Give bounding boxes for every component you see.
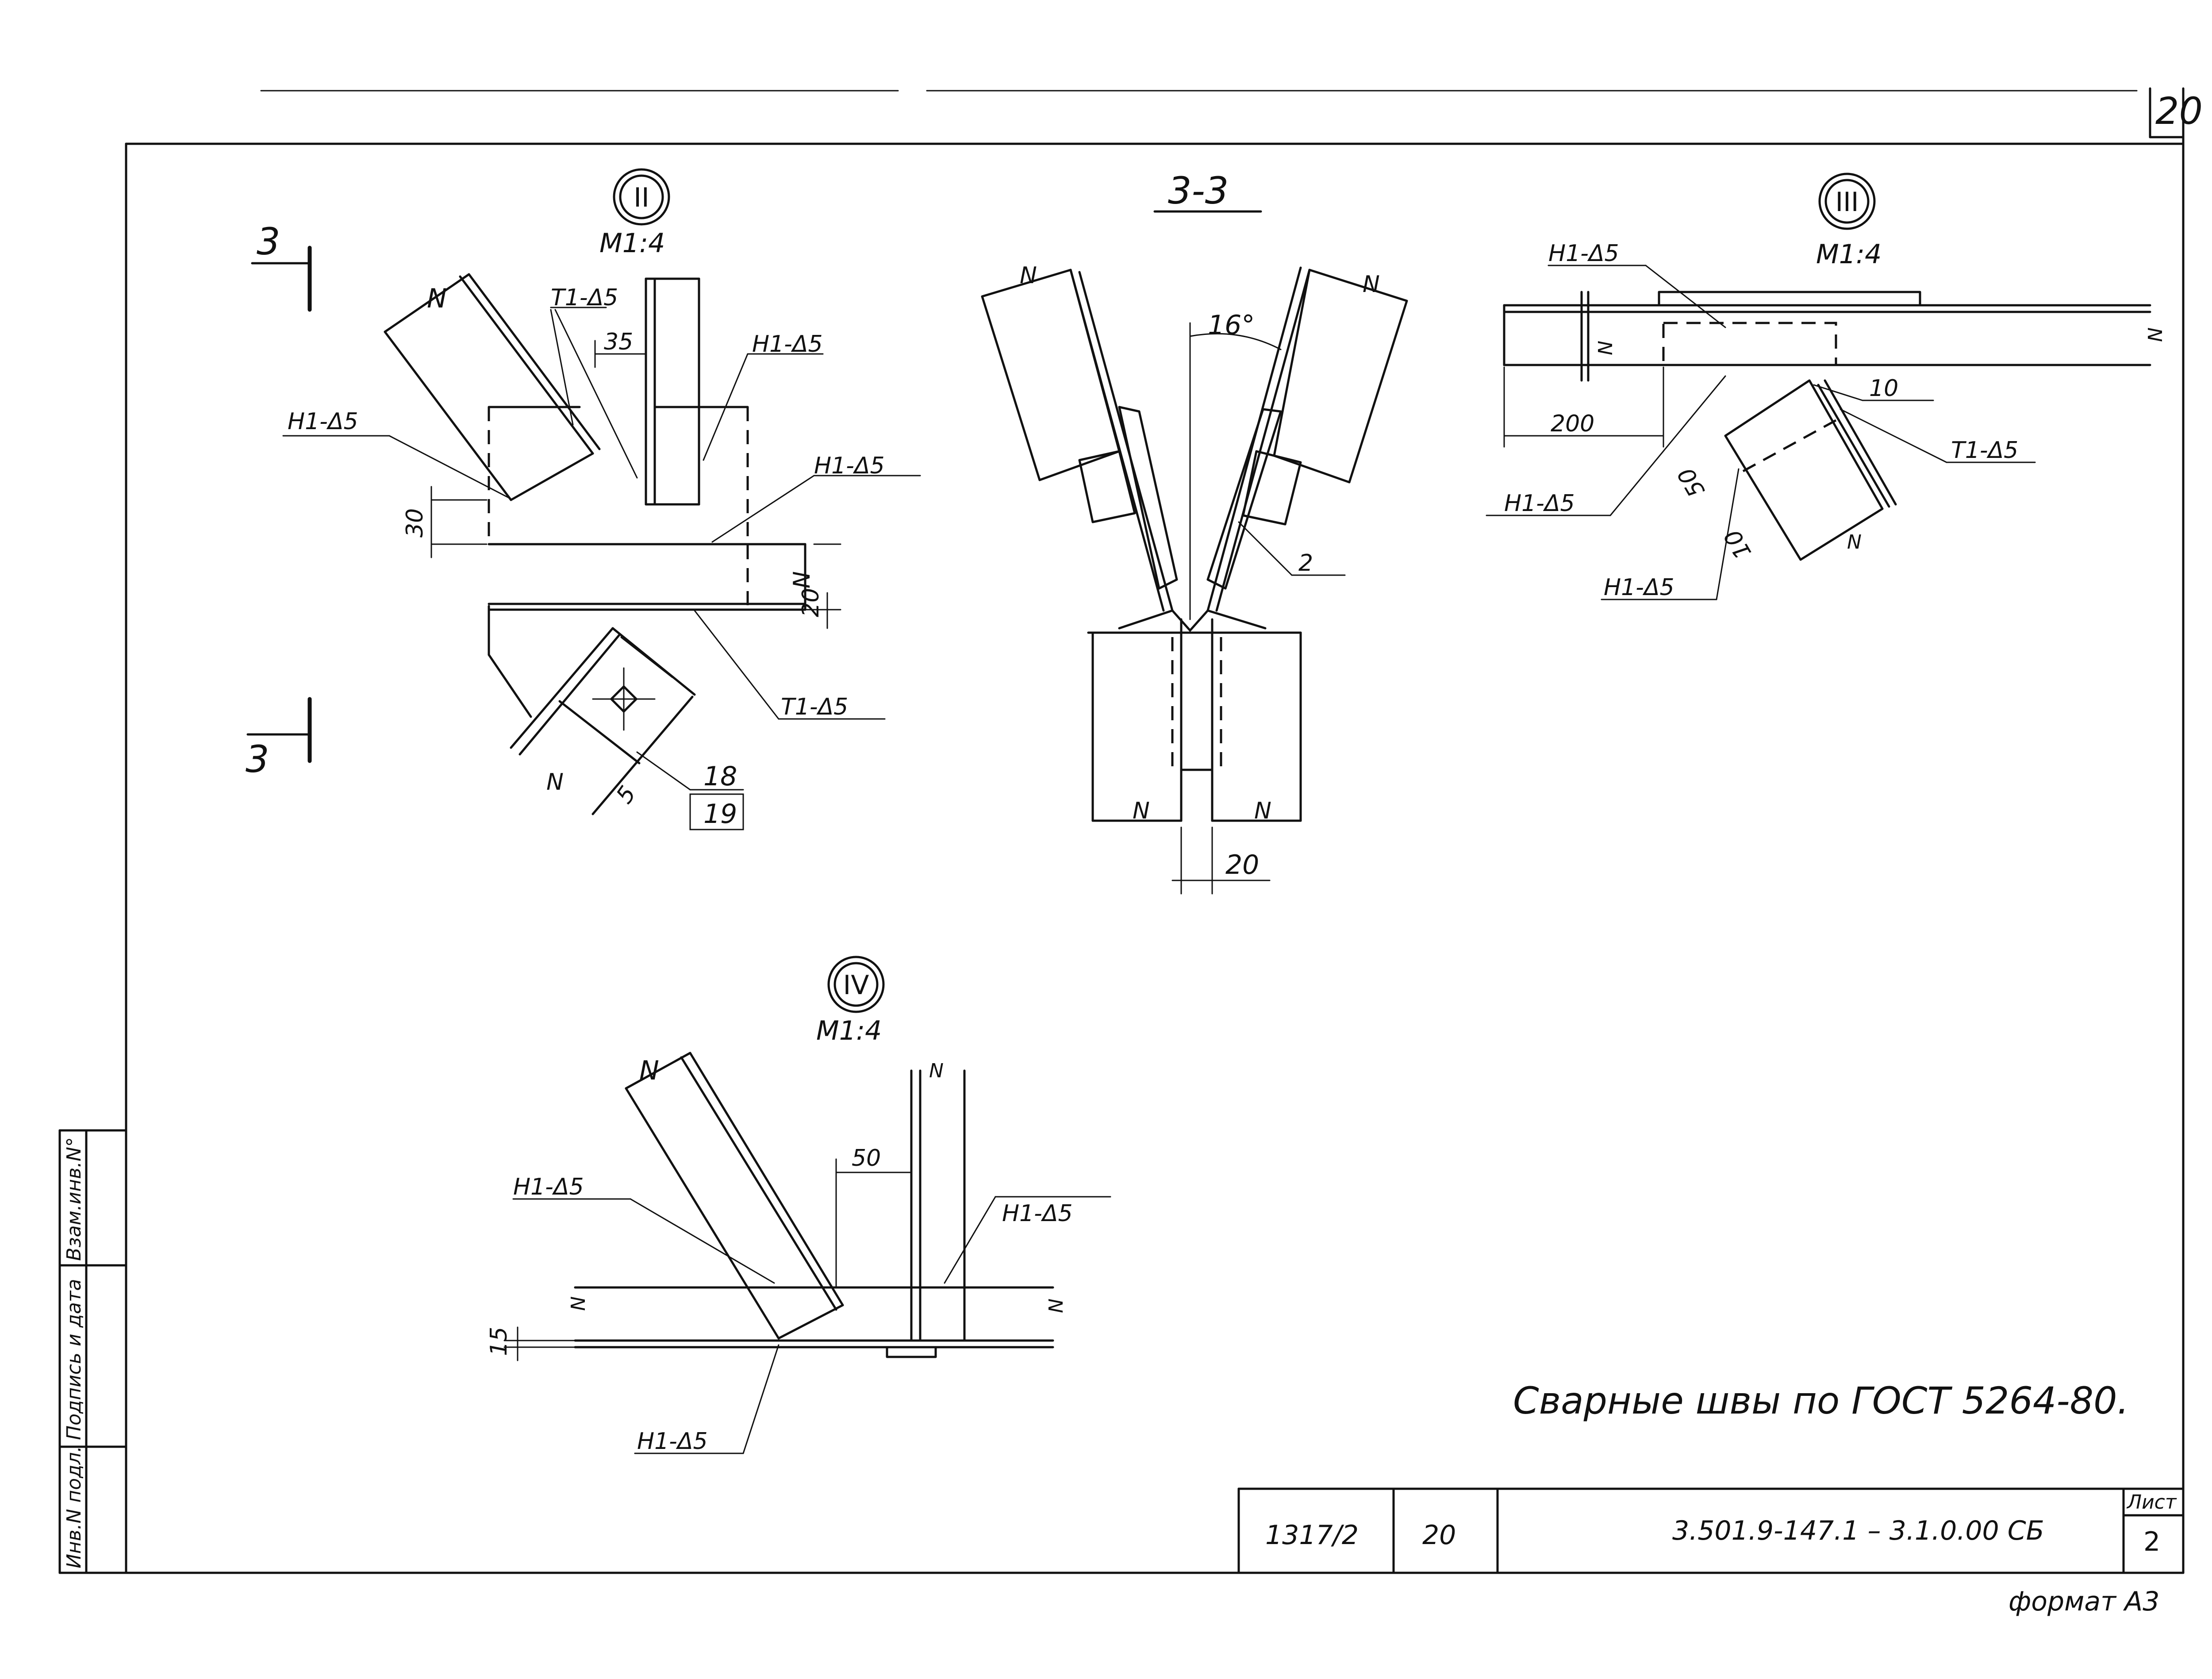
- node-IV-mark: IV: [843, 970, 869, 1001]
- node-II-n-top: N: [427, 283, 447, 314]
- title-block: [1237, 1487, 2185, 1574]
- node-II-n-bottom: N: [546, 769, 564, 795]
- node-III-dim-10-bottom: 10: [1719, 525, 1757, 563]
- section-33-pos: 2: [1298, 550, 1313, 576]
- node-II-leaders: [282, 307, 921, 830]
- node-IV-scale: М1:4: [816, 1015, 882, 1046]
- node-IV-dim-50: 50: [852, 1145, 881, 1172]
- node-IV-leaders: [503, 1158, 1111, 1454]
- title-sheet-label: Лист: [2126, 1491, 2177, 1514]
- node-IV-weld-h1-left: Н1-Δ5: [513, 1174, 584, 1200]
- node-III-mark: III: [1835, 187, 1859, 218]
- welding-note: Сварные швы по ГОСТ 5264-80.: [1513, 1379, 2129, 1422]
- section-33-n-4: N: [1254, 798, 1271, 824]
- node-II-weld-h1-mid: Н1-Δ5: [814, 453, 885, 479]
- section-33-title: 3-3: [1168, 169, 1229, 212]
- node-II-dim-5: 5: [611, 781, 641, 809]
- section-33-angle: 16°: [1208, 310, 1255, 341]
- node-IV-n-right: N: [929, 1060, 944, 1082]
- node-II-pos-19: 19: [703, 799, 737, 830]
- node-IV-dim-15: 15: [486, 1327, 512, 1356]
- node-III-dim-50: 50: [1673, 463, 1710, 501]
- section-33-dim-20: 20: [1225, 849, 1259, 880]
- node-II-weld-h1-left: Н1-Δ5: [288, 408, 358, 435]
- node-III-n-1: N: [1593, 341, 1616, 355]
- node-IV-n-left: N: [566, 1296, 588, 1311]
- section-mark-bottom: 3: [246, 738, 269, 781]
- node-III-dim-200: 200: [1551, 411, 1594, 437]
- node-II-weld-t1-bottom: Т1-Δ5: [781, 694, 848, 720]
- node-III-geometry: [1503, 291, 2151, 561]
- node-III-dim-10-top: 10: [1869, 375, 1898, 402]
- section-mark-top: 3: [257, 220, 280, 263]
- node-II-marker: [613, 168, 670, 226]
- side-label-inv: Инв.N подл.: [63, 1446, 85, 1568]
- node-IV-geometry: [574, 1052, 1054, 1358]
- node-III-marker: [1818, 173, 1876, 230]
- node-IV-weld-h1-bottom: Н1-Δ5: [637, 1428, 708, 1455]
- section-33-n-3: N: [1133, 798, 1150, 824]
- title-sheet-copy: 20: [1422, 1520, 1456, 1551]
- title-designation: 3.501.9-147.1 – 3.1.0.00 СБ: [1672, 1515, 2044, 1546]
- side-label-replace: Взам.инв.N°: [63, 1137, 85, 1261]
- node-IV-n-top: N: [639, 1055, 659, 1086]
- section-marker-top: [251, 246, 312, 312]
- node-IV-n-end: N: [1044, 1299, 1066, 1313]
- node-II-dim-30: 30: [402, 508, 428, 538]
- section-33-n-2: N: [1363, 271, 1380, 298]
- side-label-signature: Подпись и дата: [63, 1279, 85, 1440]
- corner-sheet-number: 20: [2155, 89, 2203, 133]
- node-II-pos-18: 18: [703, 761, 737, 792]
- node-II-dim-20: 20: [798, 588, 824, 617]
- node-II-weld-t1-top: Т1-Δ5: [551, 284, 618, 311]
- node-IV-marker: [827, 956, 885, 1013]
- node-III-weld-h1-bottom: Н1-Δ5: [1604, 574, 1674, 601]
- sheet-frame: [58, 87, 2185, 1574]
- node-II-dim-35: 35: [604, 329, 633, 355]
- node-III-weld-h1-left: Н1-Δ5: [1504, 490, 1575, 517]
- node-IV-weld-h1-right: Н1-Δ5: [1002, 1200, 1073, 1227]
- section-33-leaders: [1171, 521, 1346, 895]
- side-stamp: [58, 1129, 127, 1574]
- node-II-scale: М1:4: [599, 228, 665, 259]
- node-III-n-2: N: [2143, 327, 2166, 342]
- node-III-n-3: N: [1847, 531, 1862, 553]
- node-II-mark: II: [634, 182, 649, 213]
- format-label: формат А3: [2008, 1586, 2159, 1617]
- title-sheet-number: 2: [2143, 1526, 2160, 1557]
- section-33-geometry: [981, 266, 1408, 822]
- node-III-leaders: [1486, 265, 2036, 600]
- node-III-weld-h1-top: Н1-Δ5: [1548, 240, 1619, 267]
- node-III-scale: М1:4: [1816, 239, 1882, 270]
- node-III-weld-t1: Т1-Δ5: [1951, 437, 2018, 464]
- node-II-geometry: [384, 273, 806, 815]
- node-II-n-right: N: [789, 571, 815, 588]
- title-inv-number: 1317/2: [1265, 1520, 1359, 1551]
- section-marker-bottom: [246, 697, 312, 763]
- section-33-n-1: N: [1020, 262, 1037, 289]
- node-II-weld-h1-right: Н1-Δ5: [752, 331, 823, 357]
